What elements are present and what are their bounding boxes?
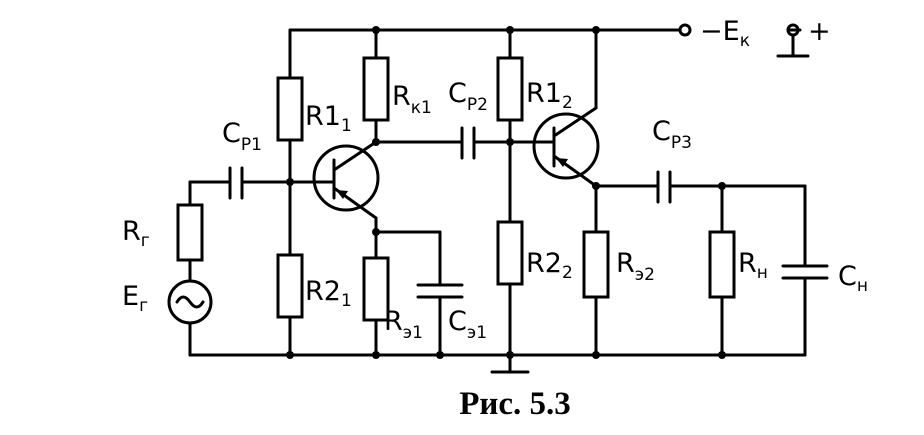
- label-cp3: CP3: [652, 116, 692, 153]
- label-r2-2: R22: [526, 248, 573, 283]
- label-rk1: Rк1: [392, 81, 432, 118]
- transistor-vt1: [312, 140, 380, 220]
- label-r2-1: R21: [305, 276, 352, 311]
- transistor-vt2: [532, 28, 600, 188]
- label-eg: Eг: [122, 281, 148, 316]
- capacitor-cp1: [228, 166, 317, 200]
- label-ce1: Cэ1: [448, 306, 487, 343]
- capacitor-cp3: [656, 170, 807, 204]
- label-r1-2: R12: [526, 78, 573, 113]
- label-cn: Cн: [838, 261, 868, 296]
- collector-stage1: [362, 28, 464, 144]
- label-supply-minus: −Eк: [700, 16, 750, 51]
- emitter-stage2: [582, 184, 658, 357]
- generator-branch: [167, 180, 230, 357]
- label-r1-1: R11: [305, 101, 352, 136]
- junction-dots: [286, 26, 726, 359]
- emitter-stage1: [362, 216, 464, 357]
- supply-rail: [288, 23, 810, 58]
- label-re2: Rэ2: [616, 248, 655, 285]
- label-supply-plus: +: [808, 16, 831, 47]
- divider-stage1: [276, 28, 304, 357]
- figure-caption: Рис. 5.3: [459, 386, 571, 422]
- label-rn: Rн: [738, 248, 768, 283]
- resistor-r2-1: [276, 253, 304, 319]
- resistor-r1-2: [496, 56, 524, 122]
- load-branch: [708, 184, 829, 357]
- resistor-rg: [176, 203, 204, 262]
- resistor-re2: [582, 230, 610, 299]
- resistor-r2-2: [496, 220, 524, 286]
- resistor-rn: [708, 230, 736, 299]
- label-cp2: CP2: [448, 78, 488, 115]
- divider-stage2: [496, 28, 524, 357]
- label-cp1: CP1: [222, 118, 262, 155]
- component-labels: −Eк + R11 Rк1 CP1 CP2 R12 CP3 Rг Eг R21 …: [122, 16, 868, 343]
- label-rg: Rг: [122, 216, 150, 251]
- ground-rail: [188, 353, 807, 374]
- resistor-rk1: [362, 56, 390, 122]
- label-re1: Rэ1: [384, 306, 423, 343]
- resistor-r1-1: [276, 76, 304, 142]
